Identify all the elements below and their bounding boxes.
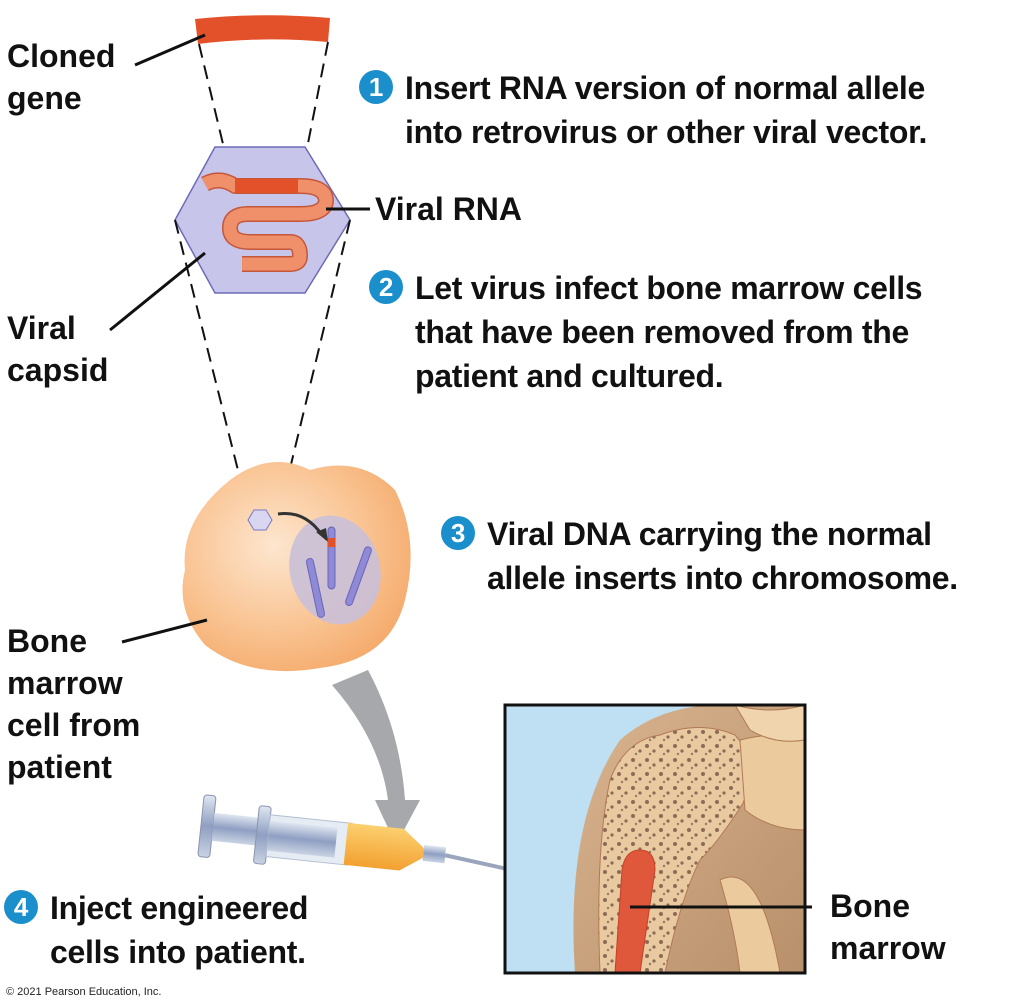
inserted-gene-segment [235,179,298,193]
zoom-line [279,219,351,511]
insertion-arrow-head [316,528,328,542]
label-viral-capsid: Viral capsid [7,310,109,388]
cloned-gene-leader [134,33,206,67]
zoom-line [174,219,249,511]
cloned-gene [195,15,330,44]
virus-particle [247,509,273,531]
marrow-cavity [614,849,656,974]
zoom-line [297,41,329,195]
viral-capsid-leader [109,251,206,332]
step-badge-4: 4 [4,890,38,924]
zoom-line [198,43,236,195]
step-2: 2 Let virus infect bone marrow cells tha… [369,266,923,398]
bone-marrow-cell-leader [121,618,208,644]
inserted-allele [328,538,335,547]
step-badge-3: 3 [441,516,475,550]
step-badge-1: 1 [359,70,393,104]
label-bone-marrow: Bone marrow [830,888,946,966]
step-1: 1 Insert RNA version of normal allele in… [359,66,927,154]
step-badge-2: 2 [369,270,403,304]
transfer-arrow [332,670,420,845]
label-bone-marrow-cell: Bone marrow cell from patient [7,623,141,785]
label-cloned-gene: Cloned gene [7,38,116,116]
copyright: © 2021 Pearson Education, Inc. [6,986,162,998]
step-4: 4 Inject engineered cells into patient. [4,886,308,974]
syringe-cells [343,822,424,871]
step-3: 3 Viral DNA carrying the normal allele i… [441,512,958,600]
bone-inset [503,703,807,975]
label-viral-rna: Viral RNA [375,191,523,227]
